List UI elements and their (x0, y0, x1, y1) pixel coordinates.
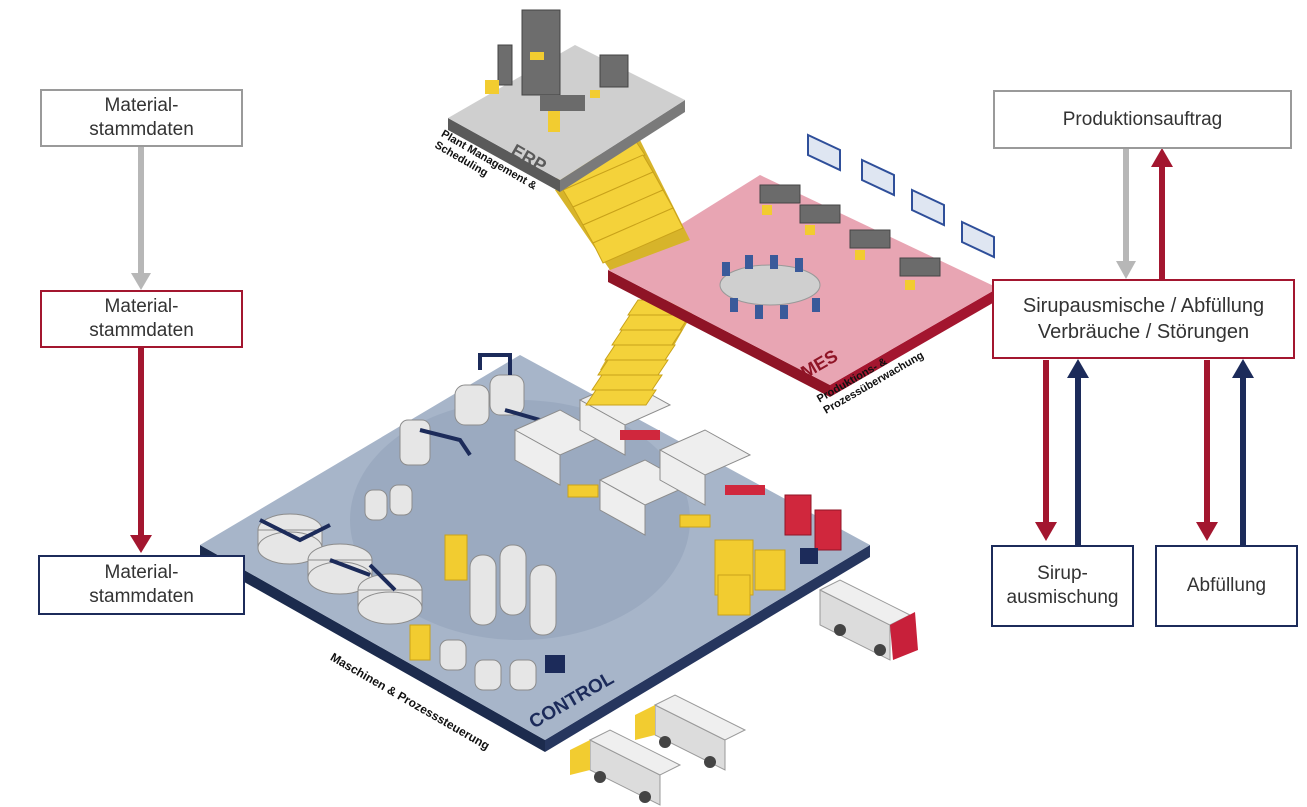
truck-yellow-cab-1 (635, 694, 747, 771)
product-pallets-red (784, 494, 842, 551)
bottles (620, 430, 765, 495)
material-master-data-mes-line2: stammdaten (89, 320, 194, 341)
erp-items (485, 52, 600, 132)
left-arrows (130, 145, 152, 553)
material-master-data-control-line1: Material- (104, 562, 179, 583)
syrup-mixing-line1: Sirup- (1037, 563, 1088, 584)
erp-platform (448, 9, 685, 192)
product-pallets-yellow (409, 484, 786, 661)
erp-desk (540, 95, 585, 111)
mes-platform (608, 133, 998, 397)
filling-label: Abfüllung (1186, 575, 1267, 596)
material-master-data-control-box: Material- stammdaten (38, 555, 245, 615)
production-order-label: Produktionsauftrag (1062, 108, 1223, 130)
filling-box: Abfüllung (1155, 545, 1298, 627)
material-master-data-control-line2: stammdaten (89, 586, 194, 607)
material-master-data-erp-line1: Material- (104, 95, 179, 116)
control-platform (200, 353, 870, 752)
mes-chairs (762, 205, 915, 290)
material-master-data-mes-box: Material- stammdaten (40, 290, 243, 348)
mes-desks (759, 184, 941, 277)
trucks (570, 579, 918, 806)
material-master-data-erp-box: Material- stammdaten (40, 89, 243, 147)
filling-line (513, 379, 752, 536)
mes-data-line1: Sirupausmische / Abfüllung (1022, 295, 1265, 317)
mes-data-line2: Verbräuche / Störungen (1037, 321, 1250, 343)
material-master-data-mes-line1: Material- (104, 296, 179, 317)
monitor-screens (807, 133, 995, 259)
production-order-box: Produktionsauftrag (993, 90, 1292, 149)
forklifts (545, 548, 818, 673)
mixing-tanks (257, 374, 557, 691)
right-arrows (1035, 148, 1254, 545)
meeting-chairs (722, 255, 820, 319)
syrup-mixing-box: Sirup- ausmischung (991, 545, 1134, 627)
material-master-data-erp-line2: stammdaten (89, 119, 194, 140)
syrup-mixing-line2: ausmischung (1006, 587, 1119, 608)
truck-yellow-cab-2 (570, 729, 682, 806)
truck-red-cab (818, 579, 918, 661)
mes-data-box: Sirupausmische / Abfüllung Verbräuche / … (992, 279, 1295, 359)
